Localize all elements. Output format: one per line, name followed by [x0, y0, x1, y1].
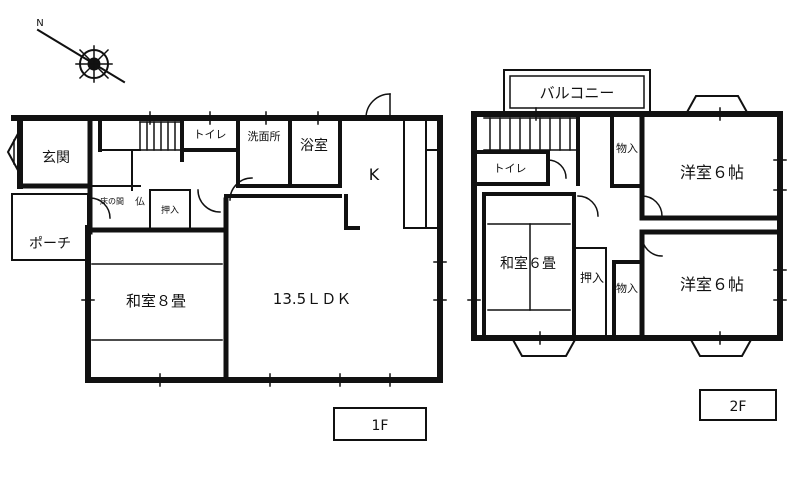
floor2-label-box [699, 389, 777, 421]
room-label-alcove: 床の間 [100, 196, 124, 206]
room-label-bath: 浴室 [300, 137, 328, 154]
room-label-ldk: 13.5ＬＤＫ [273, 290, 351, 308]
room-label-toilet-2f: トイレ [494, 162, 527, 175]
room-label-altar: 仏 [135, 196, 145, 208]
floor2-label: 2F [730, 399, 747, 415]
room-label-western-top: 洋室６帖 [680, 163, 744, 182]
compass-north-label: N [36, 18, 43, 29]
room-label-closet-1f: 押入 [161, 204, 179, 216]
room-label-japanese-6: 和室６畳 [500, 255, 556, 272]
room-label-washroom: 洗面所 [248, 130, 281, 143]
room-label-porch: ポーチ [29, 236, 71, 252]
room-label-japanese-8: 和室８畳 [126, 292, 186, 310]
room-label-storage-bottom: 物入 [616, 281, 638, 295]
floor1-label-box [333, 407, 427, 441]
compass-icon [36, 28, 126, 84]
floor1-label: 1F [372, 418, 389, 434]
room-label-western-bottom: 洋室６帖 [680, 275, 744, 294]
floor2-walls [467, 69, 787, 357]
room-label-entrance: 玄関 [42, 149, 70, 166]
room-label-balcony: バルコニー [540, 84, 615, 102]
room-label-storage-top: 物入 [616, 141, 638, 155]
room-label-toilet-1f: トイレ [194, 128, 227, 141]
room-label-closet-2f: 押入 [580, 271, 604, 285]
floor1-walls [6, 93, 447, 387]
room-label-kitchen: K [369, 165, 380, 184]
